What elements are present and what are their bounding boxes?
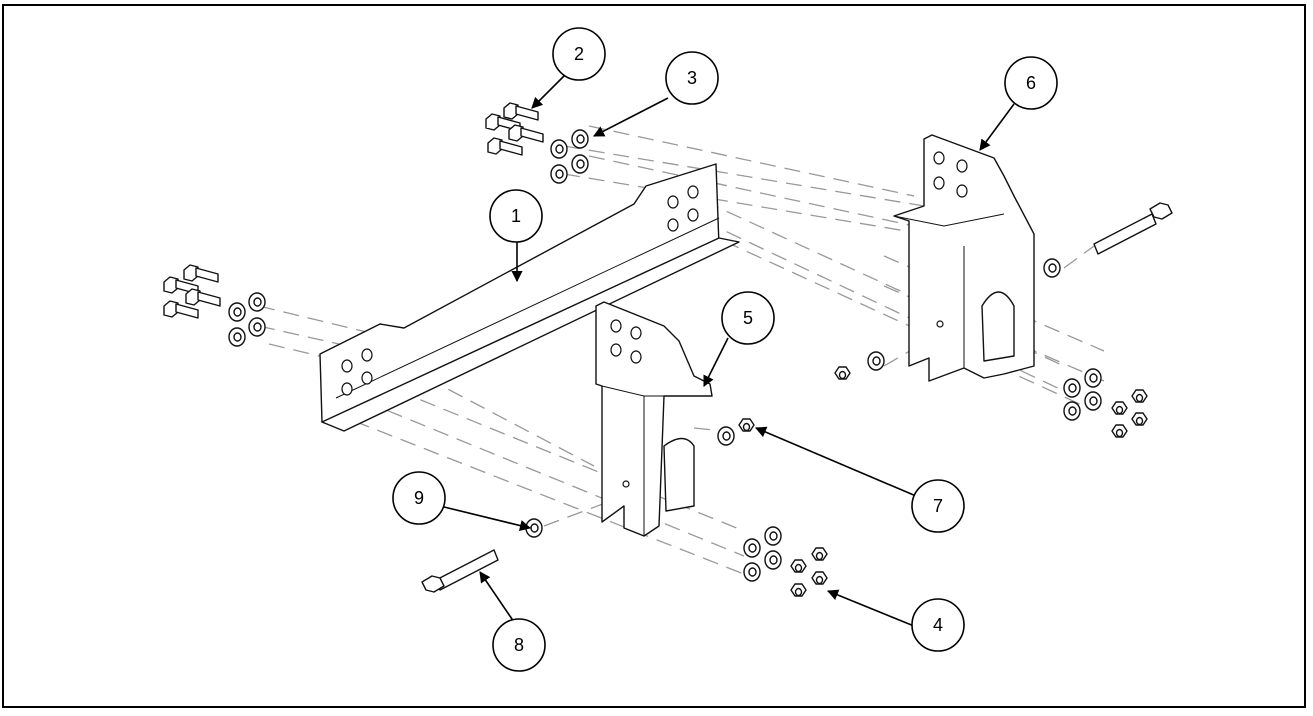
nut-front [738,418,755,432]
long-bolt-right [1093,202,1173,255]
callout-3-label: 3 [687,68,697,88]
washer-front [717,426,735,446]
long-bolt-lower [421,549,499,593]
callout-6-label: 6 [1026,73,1036,93]
callout-8: 8 [492,618,546,672]
callout-9: 9 [392,471,446,525]
callout-1: 1 [489,189,543,243]
bolts-group-left [163,264,221,319]
callout-9-label: 9 [414,488,424,508]
cross-bar-bracket [319,163,740,432]
diagram-frame: 1 2 3 4 5 6 7 8 9 [2,4,1306,708]
callout-4-label: 4 [933,615,943,635]
nuts-group-right [1111,389,1148,438]
callout-8-label: 8 [514,635,524,655]
exploded-parts-diagram: 1 2 3 4 5 6 7 8 9 [163,27,1173,672]
callout-7: 7 [911,479,965,533]
front-mount-bracket [595,301,713,537]
rear-mount-bracket [893,134,1035,382]
callout-3: 3 [665,51,719,105]
washers-group-right [1063,368,1102,421]
leader-arrows [439,75,1015,627]
nut-rear-left [834,366,851,380]
nuts-group-lower [790,547,828,597]
callout-7-label: 7 [933,496,943,516]
washer-rear-left [867,351,885,371]
bolts-group-top [485,102,544,156]
washer-right-top [1043,258,1061,278]
washers-group-lower [743,526,782,582]
callout-2: 2 [552,27,606,81]
callout-5: 5 [721,291,775,345]
callout-4: 4 [911,598,965,652]
washers-group-left [228,292,266,347]
callout-2-label: 2 [574,44,584,64]
callout-5-label: 5 [743,308,753,328]
callout-6: 6 [1004,56,1058,110]
callout-1-label: 1 [511,206,521,226]
